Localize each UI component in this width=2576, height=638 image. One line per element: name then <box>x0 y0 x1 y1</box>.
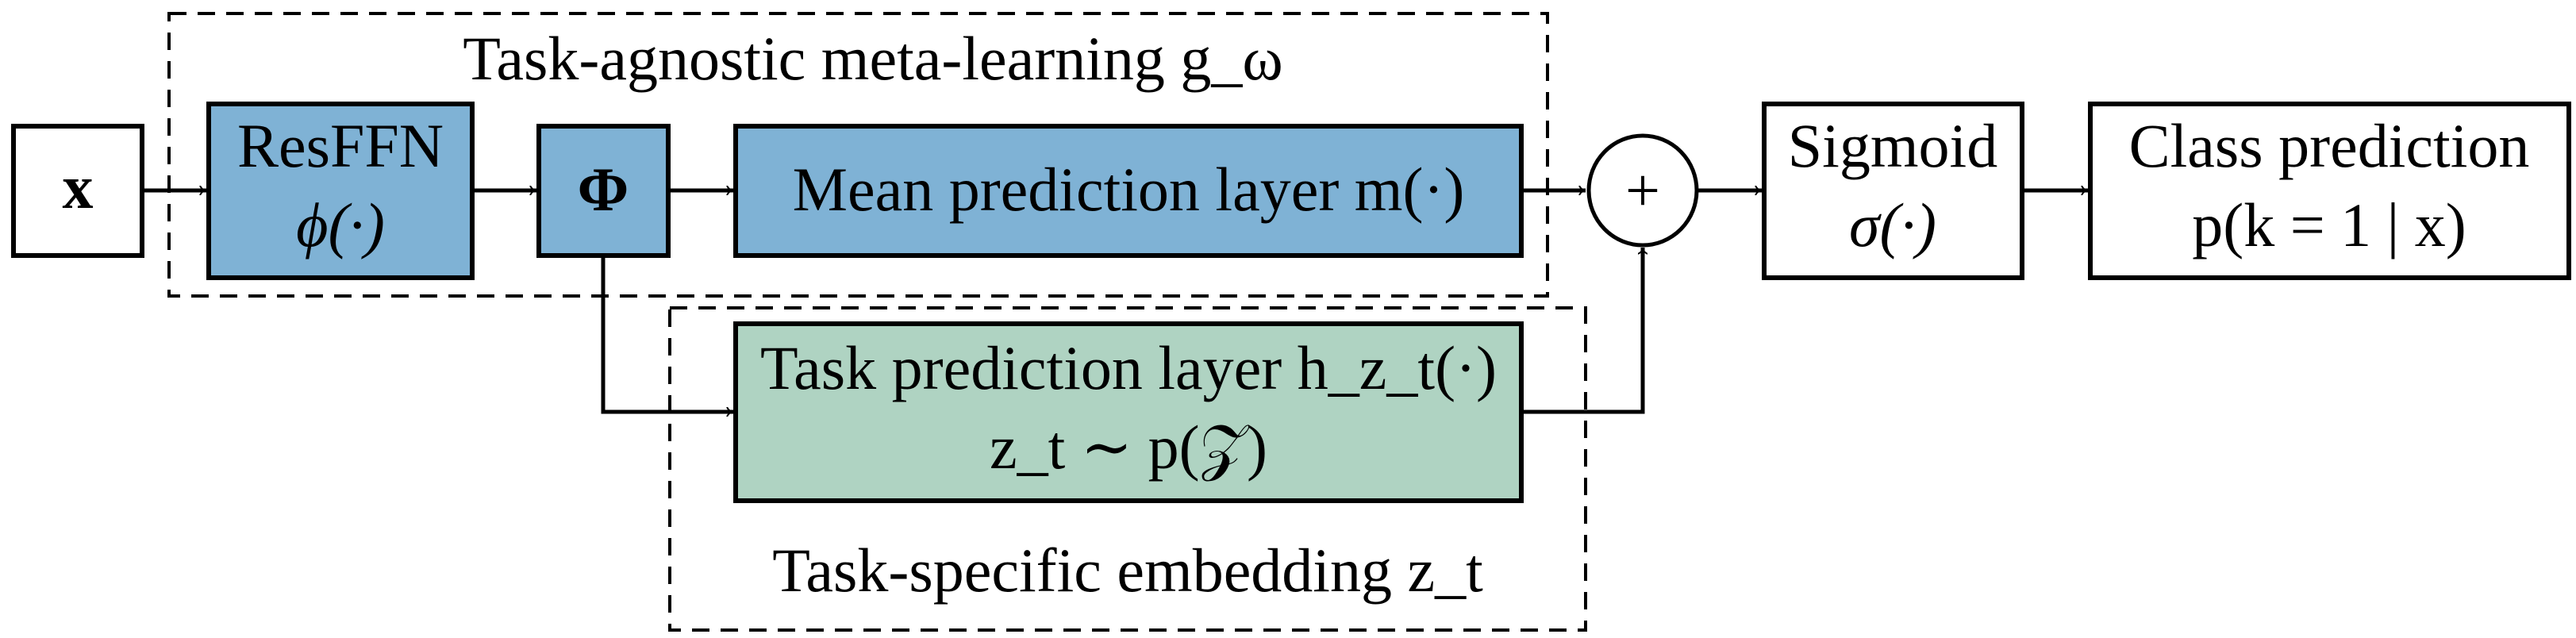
resffn-node: ResFFN ϕ(·) <box>206 102 475 280</box>
phi-node: Φ <box>536 124 671 258</box>
class-prediction-formula: p(k = 1 | x) <box>2192 190 2466 259</box>
arrow-task-to-sum <box>1521 248 1643 414</box>
task-prediction-node: Task prediction layer h_z_t(·) z_t ∼ p(𝒵… <box>733 321 1524 503</box>
connectors <box>142 190 2088 412</box>
sum-node: + <box>1586 133 1699 248</box>
class-prediction-label: Class prediction <box>2129 111 2530 180</box>
sigmoid-label: Sigmoid <box>1788 111 1997 180</box>
sigmoid-function: σ(·) <box>1849 190 1936 259</box>
task-embedding-distribution: z_t ∼ p(𝒵) <box>990 413 1267 482</box>
task-embedding-group <box>668 306 1587 632</box>
resffn-label: ResFFN <box>237 111 444 180</box>
meta-learning-label: Task-agnostic meta-learning g_ω <box>463 24 1283 93</box>
sigmoid-node: Sigmoid σ(·) <box>1762 102 2024 280</box>
phi-label: Φ <box>578 155 629 224</box>
mean-prediction-label: Mean prediction layer m(·) <box>793 155 1465 224</box>
task-prediction-label: Task prediction layer h_z_t(·) <box>760 333 1497 402</box>
input-label: x <box>63 152 94 221</box>
task-embedding-label: Task-specific embedding z_t <box>772 536 1483 605</box>
arrow-phi-to-task <box>601 256 733 412</box>
class-prediction-node: Class prediction p(k = 1 | x) <box>2088 102 2571 280</box>
input-node: x <box>11 124 144 258</box>
mean-prediction-node: Mean prediction layer m(·) <box>733 124 1524 258</box>
plus-icon: + <box>1625 156 1660 225</box>
meta-learning-group <box>167 12 1549 298</box>
resffn-function: ϕ(·) <box>296 190 385 259</box>
